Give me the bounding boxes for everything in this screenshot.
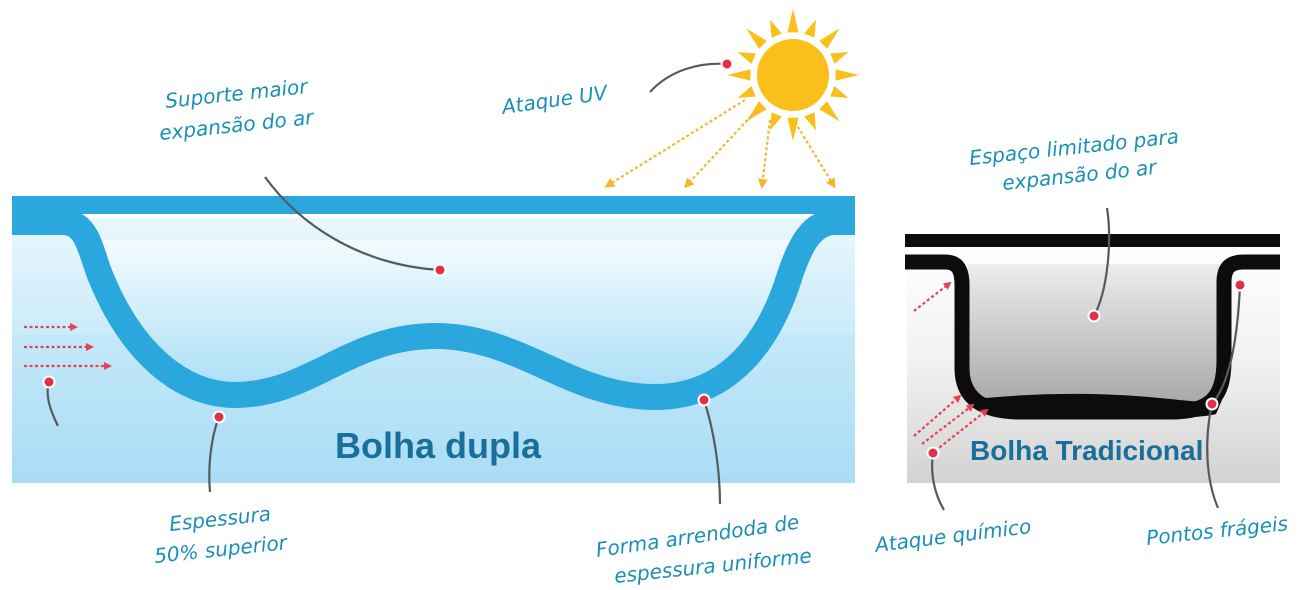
label-ataque-quimico: Ataque químico bbox=[872, 514, 1033, 557]
forma-dot bbox=[697, 393, 711, 407]
sun-icon bbox=[727, 9, 859, 141]
title-bolha-tradicional: Bolha Tradicional bbox=[970, 435, 1203, 466]
bolha-dupla-panel bbox=[12, 196, 855, 483]
left-chemical-dot bbox=[42, 375, 56, 389]
label-ataque-uv: Ataque UV bbox=[498, 80, 610, 119]
ataque-quimico-dot bbox=[926, 446, 940, 460]
sun-ray bbox=[727, 69, 751, 81]
chemical-arrows-left bbox=[24, 323, 112, 370]
sun-ray bbox=[770, 19, 782, 38]
sun-ray bbox=[787, 9, 799, 33]
top-film bbox=[12, 196, 855, 214]
sun-disc bbox=[757, 39, 829, 111]
label-pontos-frageis: Pontos frágeis bbox=[1145, 511, 1289, 550]
pontos-frageis-upper-dot bbox=[1233, 278, 1247, 292]
suporte-dot bbox=[433, 263, 447, 277]
sun-ray bbox=[819, 28, 840, 49]
label-espessura-line2: 50% superior bbox=[153, 530, 290, 568]
trad-thick-bottom bbox=[985, 393, 1222, 419]
sun-ray bbox=[746, 28, 767, 49]
label-espessura-line1: Espessura bbox=[168, 501, 272, 536]
sun-ray bbox=[804, 19, 816, 38]
bubble-pocket bbox=[88, 240, 800, 397]
sun-ray bbox=[770, 112, 782, 131]
title-bolha-dupla: Bolha dupla bbox=[335, 425, 542, 466]
sun-ray bbox=[737, 52, 756, 64]
sun-ray bbox=[830, 86, 849, 98]
sun-ray bbox=[830, 52, 849, 64]
sun-ray bbox=[746, 101, 767, 122]
sun-ray bbox=[787, 117, 799, 141]
ataque-uv-dot bbox=[720, 57, 734, 71]
sun-ray bbox=[804, 112, 816, 131]
uv-arrows bbox=[604, 99, 836, 189]
trad-bubble-pocket bbox=[968, 264, 1222, 405]
leader-lines bbox=[42, 57, 1247, 511]
chemical-arrows-trad bbox=[913, 281, 989, 452]
sun-ray bbox=[835, 69, 859, 81]
sun-ray bbox=[819, 101, 840, 122]
espaco-dot bbox=[1087, 309, 1101, 323]
pontos-frageis-lower-dot bbox=[1205, 397, 1219, 411]
sun-ray bbox=[737, 86, 756, 98]
double-bubble-membrane bbox=[12, 209, 855, 411]
espessura-dot bbox=[212, 410, 226, 424]
trad-top-film bbox=[905, 234, 1280, 247]
bolha-tradicional-panel bbox=[905, 234, 1280, 483]
